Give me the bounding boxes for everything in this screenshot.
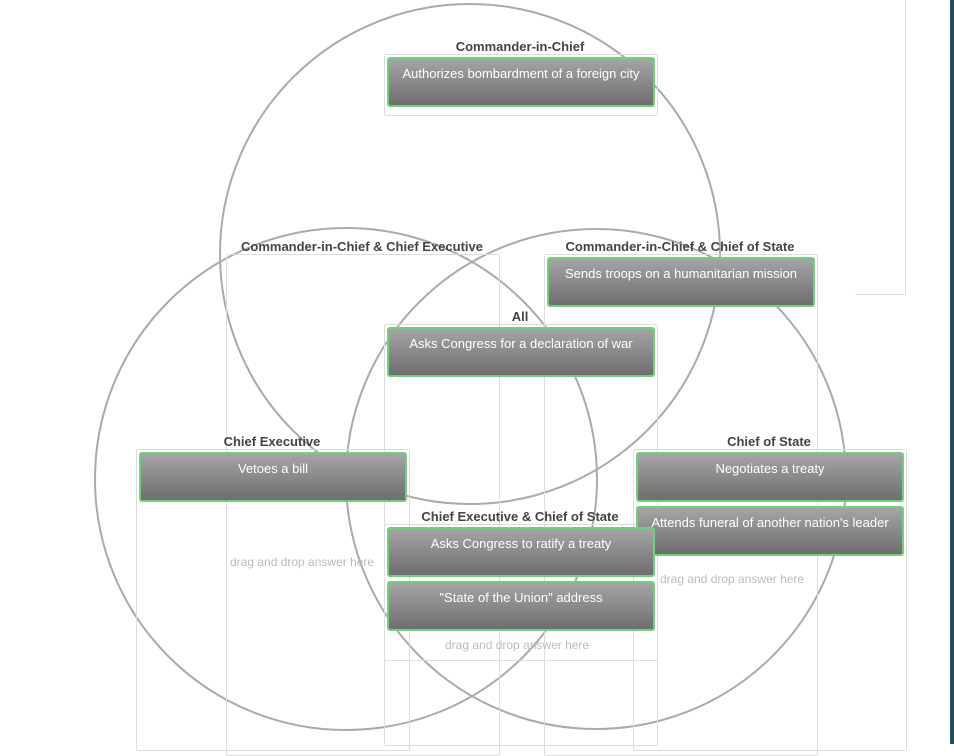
label-cic-ce: Commander-in-Chief & Chief Executive xyxy=(241,239,483,254)
side-panel xyxy=(855,0,906,295)
label-ce-cs: Chief Executive & Chief of State xyxy=(421,509,619,524)
answer-card[interactable]: Vetoes a bill xyxy=(139,452,407,502)
label-cic-cs: Commander-in-Chief & Chief of State xyxy=(565,239,795,254)
answer-card[interactable]: Sends troops on a humanitarian mission xyxy=(547,257,815,307)
answer-card[interactable]: Authorizes bombardment of a foreign city xyxy=(387,57,655,107)
answer-card[interactable]: "State of the Union" address xyxy=(387,581,655,631)
placeholder-ce-cs: drag and drop answer here xyxy=(445,638,590,652)
label-chief-executive: Chief Executive xyxy=(223,434,321,449)
placeholder-chief-executive: drag and drop answer here xyxy=(230,555,375,569)
window-edge xyxy=(950,0,954,744)
answer-card[interactable]: Asks Congress for a declaration of war xyxy=(387,327,655,377)
placeholder-chief-of-state: drag and drop answer here xyxy=(660,572,805,586)
label-commander-in-chief: Commander-in-Chief xyxy=(455,39,585,54)
answer-card[interactable]: Negotiates a treaty xyxy=(636,452,904,502)
label-all: All xyxy=(511,309,529,324)
label-chief-of-state: Chief of State xyxy=(727,434,811,449)
answer-card[interactable]: Asks Congress to ratify a treaty xyxy=(387,527,655,577)
dropzone-commander-in-chief[interactable] xyxy=(384,54,658,116)
circle-chief-executive xyxy=(94,227,598,731)
dropzone-ce-cs[interactable] xyxy=(384,524,658,661)
answer-card[interactable]: Attends funeral of another nation's lead… xyxy=(636,506,904,556)
